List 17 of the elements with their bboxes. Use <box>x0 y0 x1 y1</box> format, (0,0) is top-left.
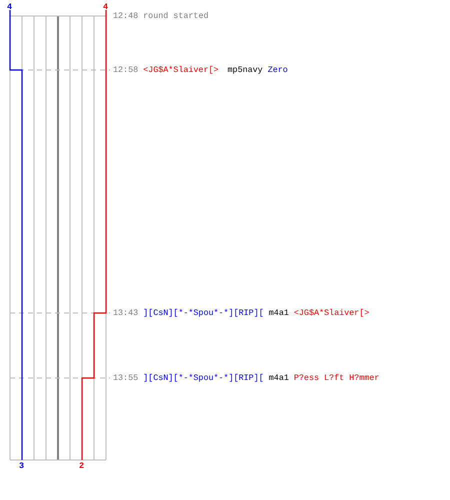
player-name: ][CsN][*-*Spou*-*][RIP][ <box>143 373 264 383</box>
team-count: 3 <box>19 461 24 471</box>
weapon-name: m4a1 <box>268 308 289 318</box>
player-name: <JG$A*Slaiver[> <box>143 65 219 75</box>
weapon-name: m4a1 <box>268 373 289 383</box>
player-name: Zero <box>268 65 288 75</box>
player-name: ][CsN][*-*Spou*-*][RIP][ <box>143 308 264 318</box>
player-name: P?ess L?ft H?mmer <box>294 373 380 383</box>
player-name: <JG$A*Slaiver[> <box>294 308 370 318</box>
team-count: 4 <box>103 2 108 12</box>
weapon-name: mp5navy <box>228 65 263 75</box>
timestamp: 13:55 <box>113 373 138 383</box>
timestamp: 12:58 <box>113 65 138 75</box>
team-count: 2 <box>79 461 84 471</box>
event-text: 12:48 round started <box>113 11 208 21</box>
team-count: 4 <box>7 2 12 12</box>
timestamp: 13:43 <box>113 308 138 318</box>
